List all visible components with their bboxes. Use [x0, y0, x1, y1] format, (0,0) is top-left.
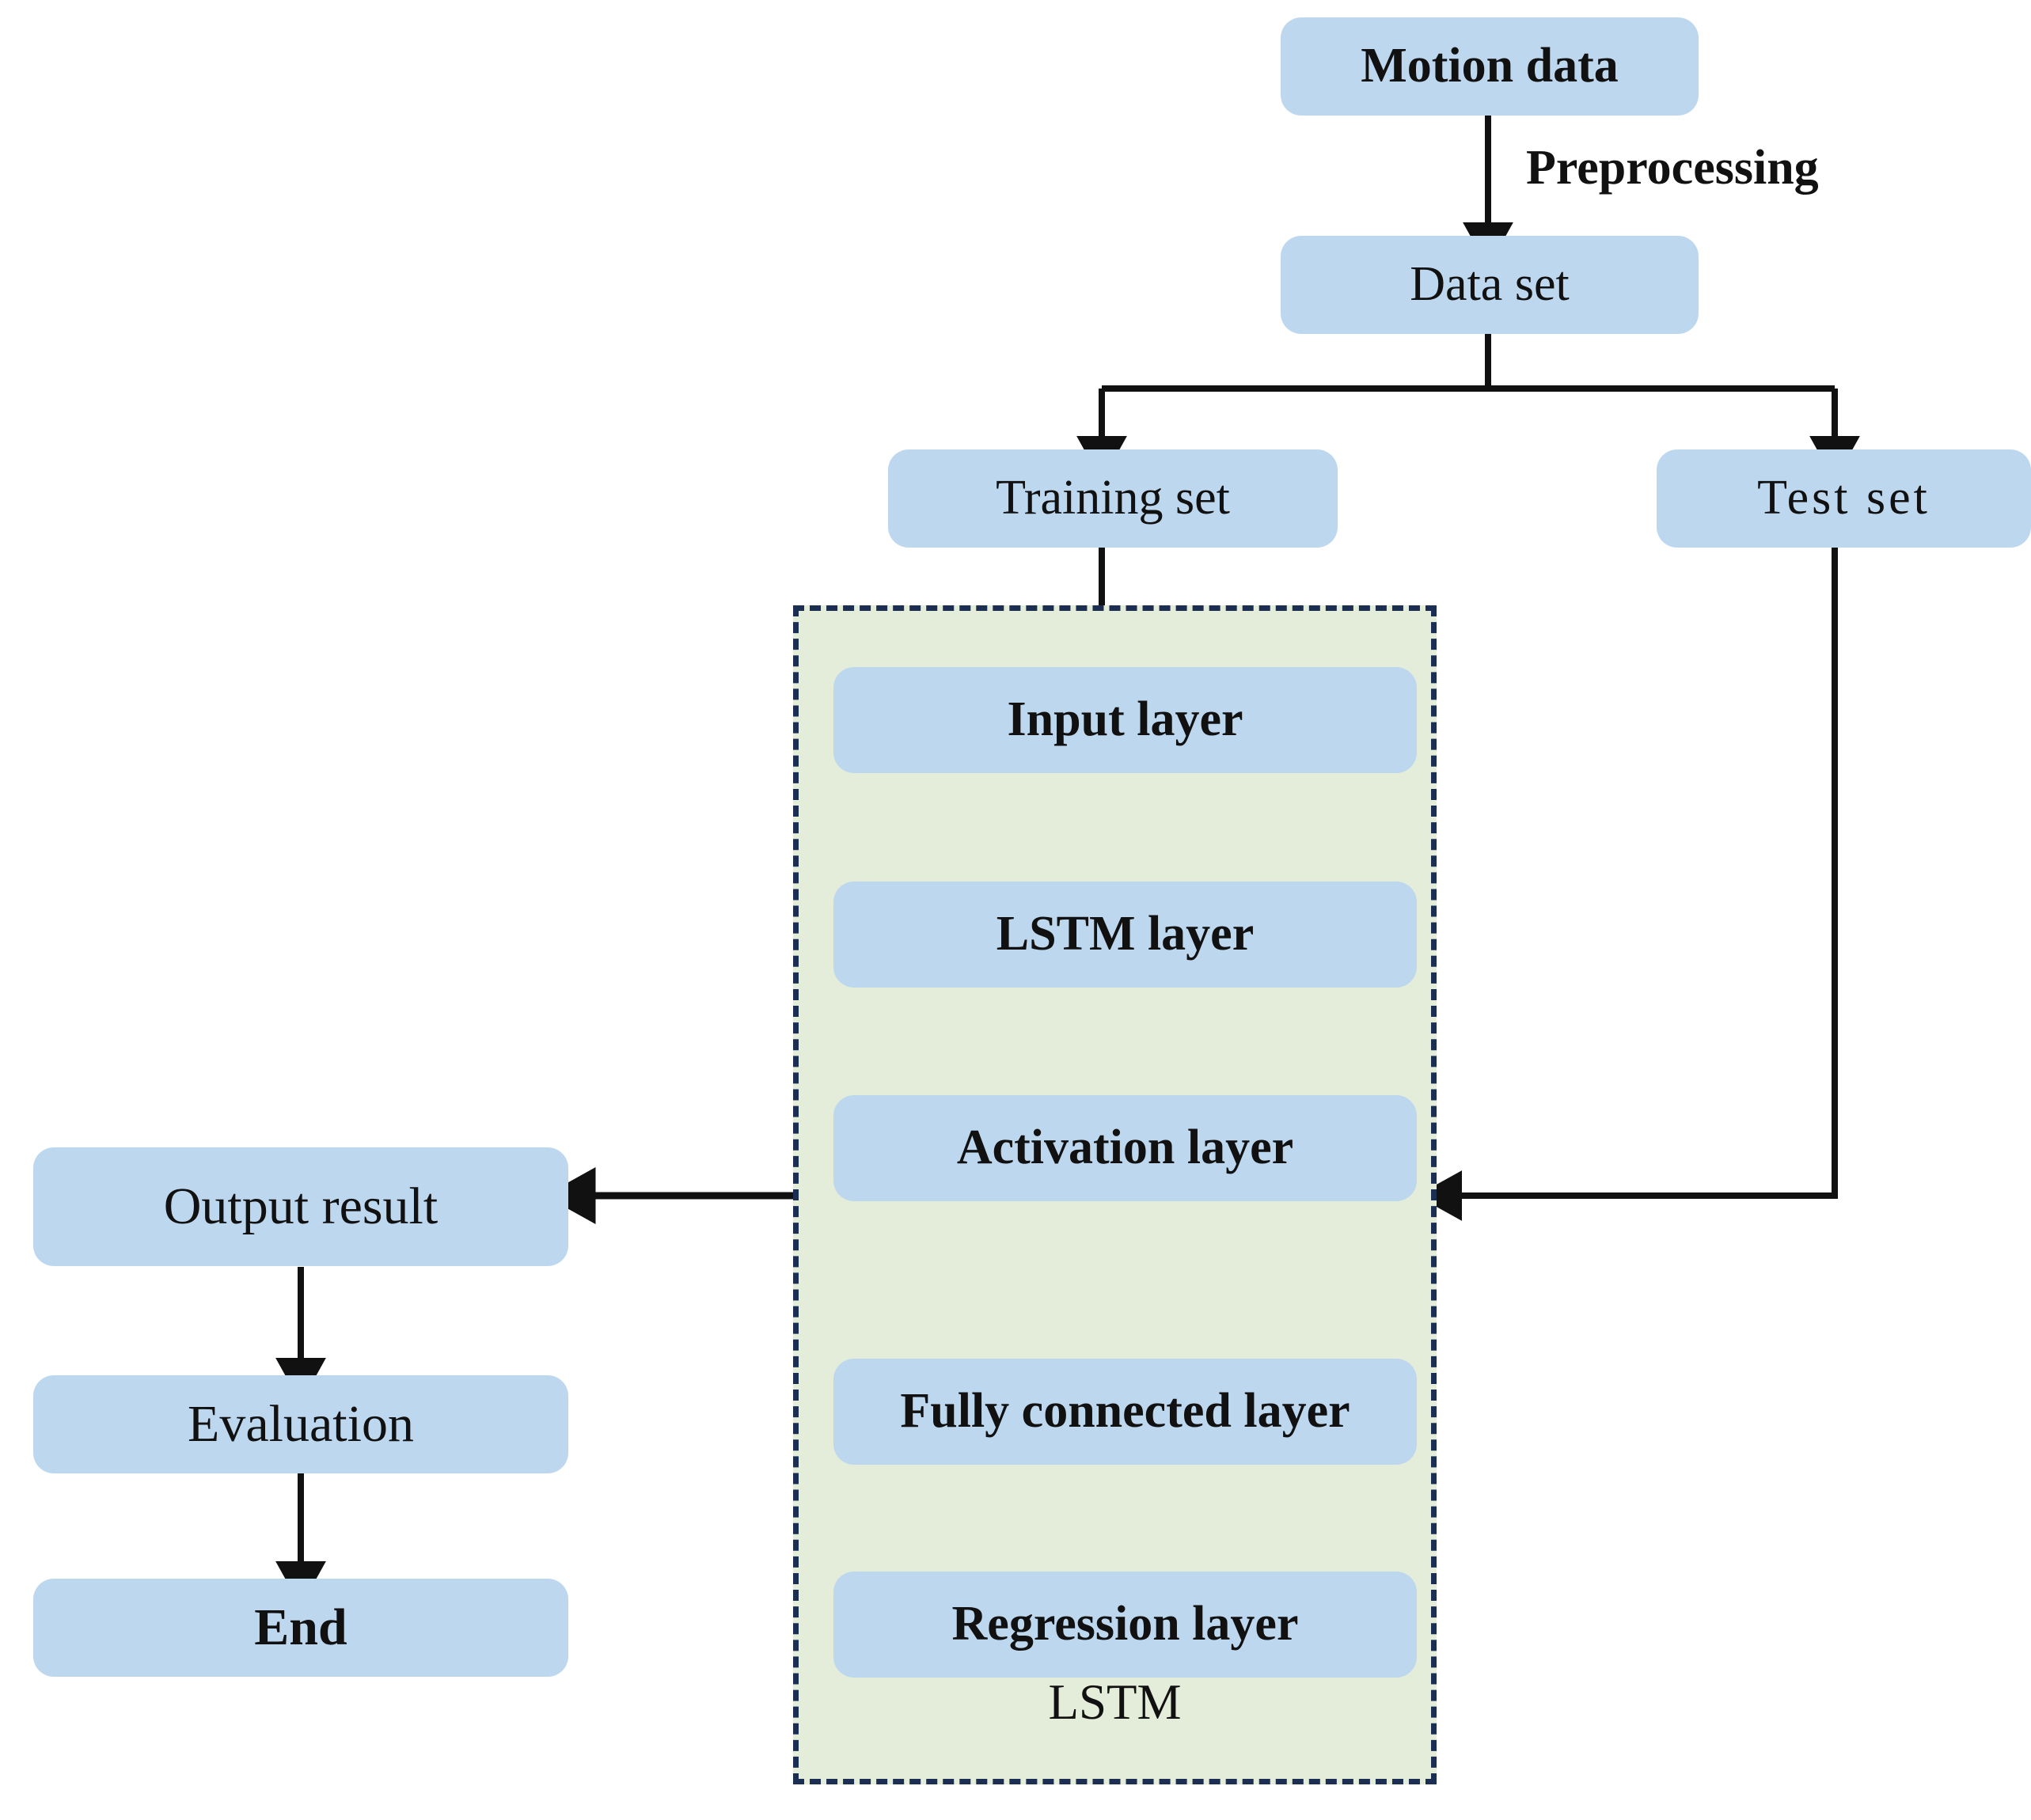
node-input-layer[interactable]: Input layer	[833, 667, 1417, 773]
node-end[interactable]: End	[33, 1579, 568, 1677]
edge-testset-to-lstmgroup	[1416, 544, 1838, 1221]
node-fully-connected-layer[interactable]: Fully connected layer	[833, 1359, 1417, 1465]
node-lstm-layer[interactable]: LSTM layer	[833, 882, 1417, 988]
node-training-set[interactable]: Training set	[888, 449, 1338, 548]
node-regression-layer[interactable]: Regression layer	[833, 1572, 1417, 1678]
node-test-set[interactable]: Test set	[1657, 449, 2031, 548]
node-data-set[interactable]: Data set	[1281, 236, 1699, 334]
node-activation-layer[interactable]: Activation layer	[833, 1095, 1417, 1201]
node-evaluation[interactable]: Evaluation	[33, 1375, 568, 1473]
lstm-group-caption: LSTM	[1048, 1674, 1182, 1730]
node-output-result[interactable]: Output result	[33, 1147, 568, 1266]
edge-label-preprocessing: Preprocessing	[1526, 141, 1819, 195]
node-motion-data[interactable]: Motion data	[1281, 17, 1699, 116]
